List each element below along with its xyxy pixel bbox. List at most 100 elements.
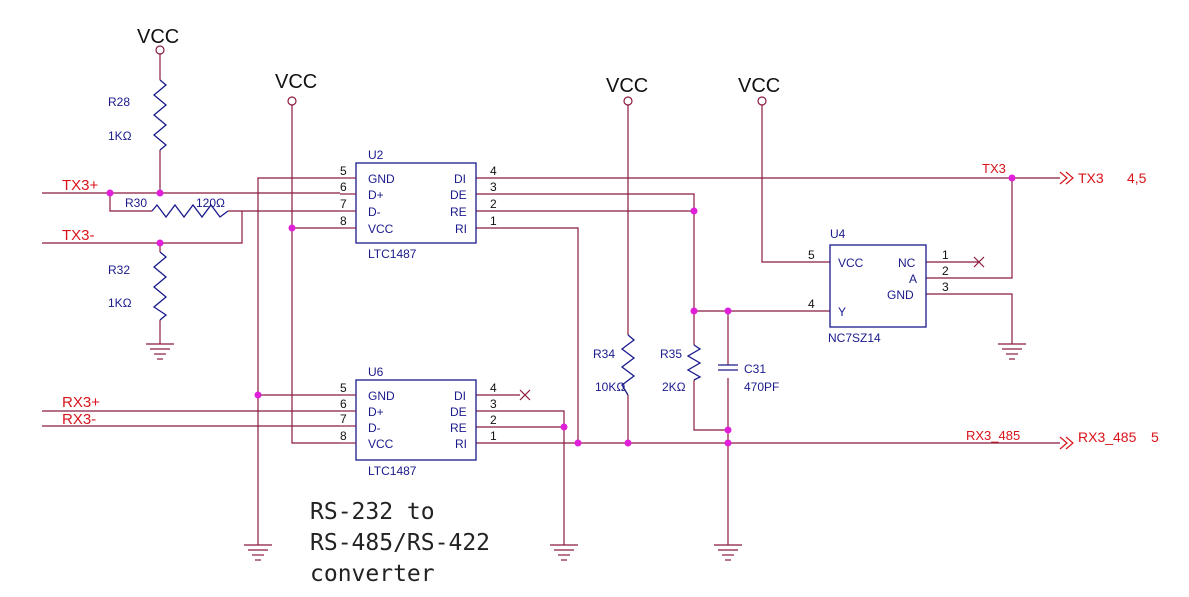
- r28-ref: R28: [108, 95, 130, 109]
- u6-part: LTC1487: [368, 464, 417, 478]
- c31-ref: C31: [744, 362, 766, 376]
- no-connect-mark: [519, 389, 531, 401]
- u4-ref: U4: [830, 227, 846, 241]
- junction-dot: [560, 423, 568, 431]
- u6-pin-de: DE: [450, 405, 467, 419]
- u4-pin-num: 5: [808, 248, 815, 262]
- u4-pin-num: 1: [942, 248, 949, 262]
- vcc-symbol-r34: VCC: [606, 75, 648, 106]
- r35-value: 2KΩ: [662, 380, 686, 394]
- u6-pin-num: 3: [490, 397, 497, 411]
- u2-pin-di: DI: [454, 172, 466, 186]
- caption: RS-232 to RS-485/RS-422 converter: [310, 499, 490, 587]
- u6-pin-num: 7: [340, 412, 347, 426]
- net-tx3: TX3: [982, 161, 1006, 176]
- r30-value: 120Ω: [196, 196, 225, 210]
- resistor-r34: R34 10KΩ: [593, 334, 636, 396]
- resistor-r32: R32 1KΩ: [108, 251, 168, 321]
- ground-symbol-r32: [146, 343, 174, 360]
- u6-pin-gnd: GND: [368, 389, 395, 403]
- u6-pin-num: 1: [490, 429, 497, 443]
- port-rx3-485-label: RX3_485: [1078, 429, 1137, 445]
- u6-pin-num: 6: [340, 397, 347, 411]
- vcc-symbol-u4: VCC: [738, 75, 780, 106]
- u4-part: NC7SZ14: [828, 331, 881, 345]
- wires: [42, 54, 1060, 545]
- ic-u6: U6 LTC1487 GND D+ D- VCC 5 6 7 8 DI DE R…: [340, 365, 531, 478]
- vcc-label: VCC: [275, 71, 317, 93]
- u4-pin-a: A: [909, 272, 917, 286]
- net-labels: TX3+ TX3- RX3+ RX3- TX3 RX3_485: [62, 161, 1020, 443]
- u2-pin-dplus: D+: [368, 188, 384, 202]
- u2-pin-gnd: GND: [368, 172, 395, 186]
- caption-line-1: RS-232 to: [310, 499, 435, 525]
- r35-ref: R35: [660, 347, 682, 361]
- u2-pin-num: 2: [490, 197, 497, 211]
- ic-u4: U4 NC7SZ14 VCC Y NC A GND 5 4 1 2 3: [808, 227, 985, 345]
- port-tx3-pages: 4,5: [1127, 170, 1147, 186]
- u4-pin-gnd: GND: [887, 288, 914, 302]
- u6-pin-dminus: D-: [368, 421, 381, 435]
- net-rx3-485: RX3_485: [966, 428, 1020, 443]
- r32-ref: R32: [108, 263, 130, 277]
- ground-symbol-u4: [998, 343, 1026, 360]
- u2-pin-vcc: VCC: [368, 222, 394, 236]
- port-rx3-485: RX3_485 5: [1059, 429, 1159, 450]
- u2-pin-re: RE: [450, 205, 467, 219]
- u2-pin-dminus: D-: [368, 205, 381, 219]
- junction-dot: [156, 189, 164, 197]
- u6-pin-num: 2: [490, 413, 497, 427]
- resistor-r30: R30 120Ω: [125, 196, 229, 219]
- u4-pin-y: Y: [838, 305, 846, 319]
- junction-dot: [574, 439, 582, 447]
- junction-dot: [624, 439, 632, 447]
- u6-pin-dplus: D+: [368, 405, 384, 419]
- u2-pin-num: 5: [340, 164, 347, 178]
- junction-dot: [106, 189, 114, 197]
- junction-dot: [254, 391, 262, 399]
- u6-pin-di: DI: [454, 389, 466, 403]
- c31-value: 470PF: [744, 380, 779, 394]
- u2-pin-num: 6: [340, 180, 347, 194]
- vcc-label: VCC: [738, 75, 780, 97]
- junction-dot: [690, 307, 698, 315]
- u4-pin-nc: NC: [898, 256, 916, 270]
- u4-pin-vcc: VCC: [838, 256, 864, 270]
- r32-value: 1KΩ: [108, 296, 132, 310]
- u2-pin-num: 1: [490, 214, 497, 228]
- u2-pin-num: 3: [490, 180, 497, 194]
- vcc-label: VCC: [137, 26, 179, 48]
- net-rx3-plus: RX3+: [62, 394, 100, 411]
- no-connect-mark: [973, 256, 985, 268]
- port-rx3-485-pages: 5: [1151, 429, 1159, 445]
- u2-pin-de: DE: [450, 188, 467, 202]
- r28-value: 1KΩ: [108, 129, 132, 143]
- resistor-r28: R28 1KΩ: [108, 79, 168, 151]
- junction-dots: [106, 174, 1016, 447]
- port-tx3-label: TX3: [1078, 170, 1104, 186]
- u4-pin-num: 4: [808, 297, 815, 311]
- u4-pin-num: 2: [942, 264, 949, 278]
- r34-value: 10KΩ: [595, 380, 625, 394]
- u6-pin-re: RE: [450, 421, 467, 435]
- net-tx3-minus: TX3-: [62, 227, 95, 244]
- u2-part: LTC1487: [368, 247, 417, 261]
- resistor-r35: R35 2KΩ: [660, 344, 702, 394]
- junction-dot: [724, 307, 732, 315]
- u2-ref: U2: [368, 148, 384, 162]
- u6-pin-num: 5: [340, 381, 347, 395]
- junction-dot: [156, 239, 164, 247]
- u4-pin-num: 3: [942, 280, 949, 294]
- capacitor-c31: C31 470PF: [718, 362, 779, 394]
- u6-pin-ri: RI: [455, 437, 467, 451]
- ground-symbol-u2: [244, 544, 272, 561]
- ic-u2: U2 LTC1487 GND D+ D- VCC 5 6 7 8 DI DE R…: [340, 148, 497, 261]
- r34-ref: R34: [593, 347, 615, 361]
- junction-dot: [724, 439, 732, 447]
- u2-pin-num: 8: [340, 214, 347, 228]
- net-rx3-minus: RX3-: [62, 411, 96, 428]
- net-tx3-plus: TX3+: [62, 177, 99, 194]
- vcc-symbol-r28: VCC: [137, 26, 179, 55]
- u2-pin-ri: RI: [455, 222, 467, 236]
